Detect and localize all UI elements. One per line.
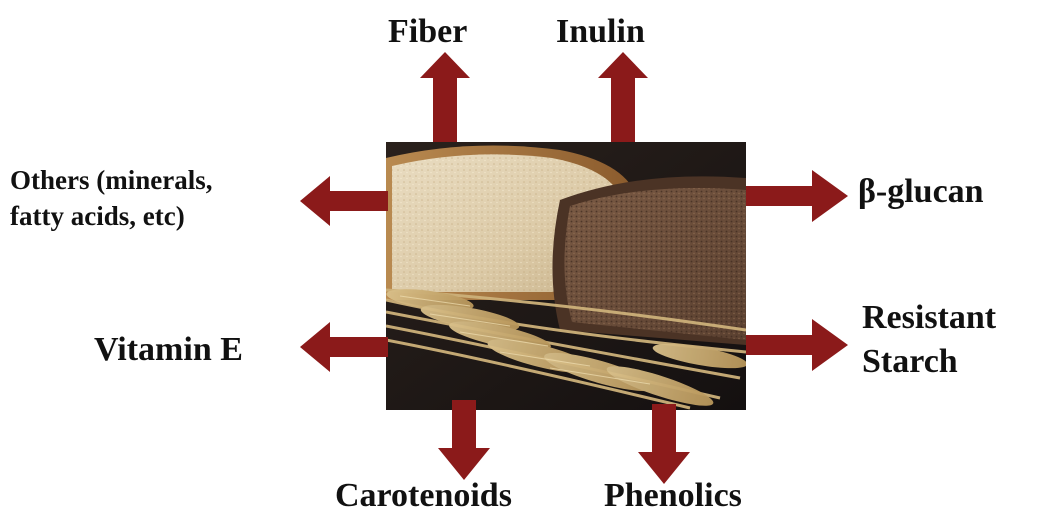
- arrow-down-phenolics: [638, 404, 690, 484]
- label-others: Others (minerals, fatty acids, etc): [10, 162, 212, 234]
- arrow-right-resistant-starch: [746, 319, 848, 371]
- arrow-right-beta-glucan: [746, 170, 848, 222]
- arrow-down-carotenoids: [438, 400, 490, 480]
- label-others-line1: Others (minerals,: [10, 162, 212, 198]
- label-phenolics: Phenolics: [604, 476, 742, 515]
- arrow-up-inulin: [598, 52, 648, 142]
- arrow-left-vitamin-e: [300, 322, 388, 372]
- label-resistant-line2: Starch: [862, 340, 996, 384]
- bread-and-wheat-photo: [385, 142, 749, 413]
- label-fiber: Fiber: [388, 12, 467, 51]
- arrow-left-others: [300, 176, 388, 226]
- label-vitamin-e: Vitamin E: [94, 330, 243, 369]
- label-others-line2: fatty acids, etc): [10, 198, 212, 234]
- label-resistant-starch: Resistant Starch: [862, 296, 996, 384]
- label-inulin: Inulin: [556, 12, 645, 51]
- label-carotenoids: Carotenoids: [335, 476, 512, 515]
- label-resistant-line1: Resistant: [862, 296, 996, 340]
- label-beta-glucan: β-glucan: [858, 172, 984, 211]
- arrow-up-fiber: [420, 52, 470, 142]
